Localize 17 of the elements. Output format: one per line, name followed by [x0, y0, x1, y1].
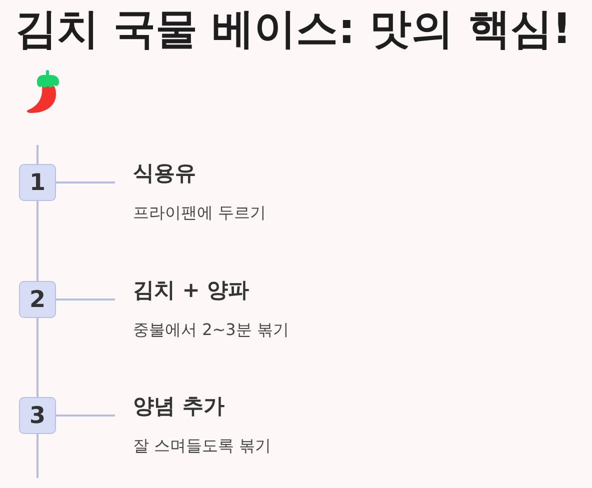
timeline-line	[36, 145, 38, 164]
step-number: 1	[19, 164, 56, 201]
step-description: 프라이팬에 두르기	[133, 202, 266, 224]
title: 김치 국물 베이스: 맛의 핵심!	[15, 3, 572, 55]
timeline-line	[36, 434, 38, 478]
connector-line	[56, 298, 115, 300]
timeline-line	[36, 201, 38, 281]
connector-line	[56, 182, 115, 184]
step-title: 식용유	[133, 160, 196, 187]
step-number: 3	[19, 397, 56, 434]
step-title: 김치 + 양파	[133, 277, 250, 304]
step-title: 양념 추가	[133, 393, 224, 420]
step-description: 중불에서 2~3분 볶기	[133, 319, 289, 341]
step-description: 잘 스며들도록 볶기	[133, 435, 272, 457]
connector-line	[56, 414, 115, 416]
timeline-line	[36, 318, 38, 397]
step-number: 2	[19, 281, 56, 318]
